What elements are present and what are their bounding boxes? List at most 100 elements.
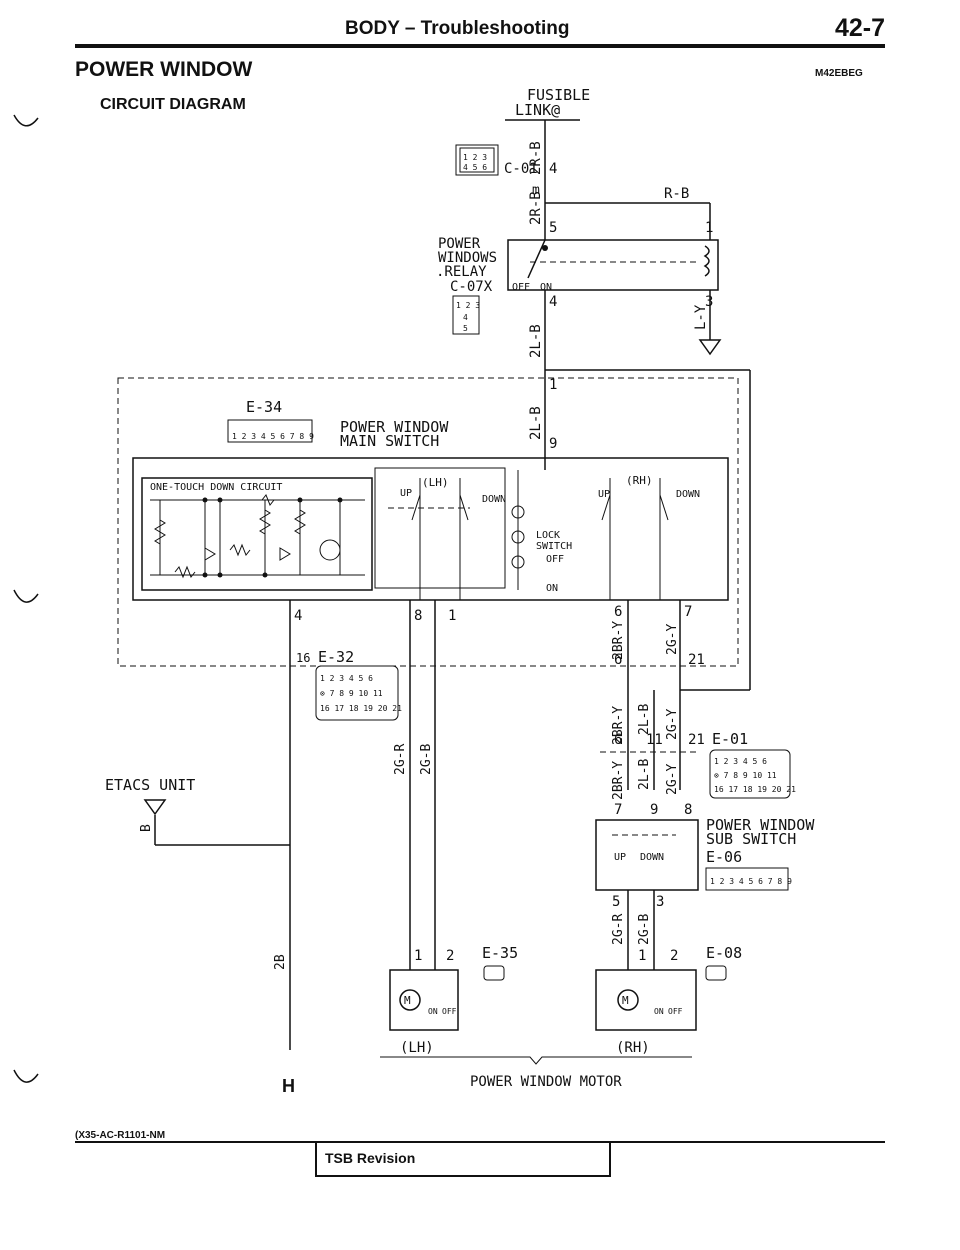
header-title: BODY – Troubleshooting: [345, 18, 570, 39]
binder-hole-mark: [13, 114, 39, 127]
page-header: BODY – Troubleshooting 42-7: [75, 14, 885, 48]
pin-number: 5: [549, 220, 557, 236]
relay-name: WINDOWS: [438, 250, 497, 266]
connector-e06-icon: 1 2 3 4 5 6 7 8 9: [705, 867, 792, 891]
page-number: 42-7: [834, 14, 885, 42]
wire-label: R-B: [664, 186, 689, 202]
switch-body: [132, 457, 729, 601]
etacs-connector-label: E-32: [318, 648, 354, 666]
lock-off-label: OFF: [546, 554, 564, 565]
pin-number: 8: [414, 608, 422, 624]
pin-number: 9: [650, 802, 658, 818]
one-touch-circuit: [141, 477, 373, 591]
pin-number: 6: [614, 732, 622, 748]
main-switch-name: MAIN SWITCH: [340, 432, 439, 450]
one-touch-label: ONE-TOUCH DOWN CIRCUIT: [150, 482, 282, 493]
diagram-subtitle: CIRCUIT DIAGRAM: [100, 96, 246, 113]
svg-text:M: M: [622, 994, 629, 1007]
svg-text:5: 5: [463, 324, 468, 333]
lock-switch-label: LOCK: [536, 530, 560, 541]
relay-name: POWER: [438, 236, 481, 252]
svg-text:⊗ 7 8 9 10 11: ⊗ 7 8 9 10 11: [714, 771, 777, 780]
wire-label: 2R-B: [528, 141, 544, 175]
wire-label: 2L-B: [528, 406, 544, 440]
tsb-revision-label: TSB Revision: [325, 1150, 416, 1166]
wire-label: 2BR-Y: [611, 761, 626, 800]
tsb-revision-box: TSB Revision: [315, 1142, 611, 1177]
relay-name: .RELAY: [436, 264, 487, 280]
pin-number: 7: [614, 802, 622, 818]
sub-switch-body: [595, 819, 699, 891]
motor-brace: [380, 1056, 692, 1065]
wire-label: 2L-B: [637, 704, 652, 735]
pin-number: 4: [549, 294, 557, 310]
pin-number: 3: [705, 294, 713, 310]
pin-number: 2: [670, 948, 678, 964]
pin-number: m: [532, 183, 540, 198]
svg-text:1 2 3 4 5 6 7 8 9: 1 2 3 4 5 6 7 8 9: [232, 432, 314, 441]
lock-on-label: ON: [546, 583, 558, 594]
binder-hole-mark: [13, 1069, 39, 1083]
lh-down-label: DOWN: [482, 494, 506, 505]
pin-number: 16: [296, 651, 310, 665]
motor-lh: M: [389, 969, 459, 1031]
svg-text:16 17 18 19 20 21: 16 17 18 19 20 21: [320, 704, 402, 713]
footer-rule: [75, 1141, 885, 1143]
pin-number: 11: [646, 732, 663, 748]
pin-number: 3: [656, 894, 664, 910]
wire-label: 2B: [273, 954, 288, 970]
connector-e32-icon: 1 2 3 4 5 6 ⊗ 7 8 9 10 11 16 17 18 19 20…: [315, 665, 402, 721]
connector-e08-icon: [705, 965, 727, 981]
motor-rh-connector-label: E-08: [706, 944, 742, 962]
wire-label: 2G-B: [419, 744, 434, 775]
svg-text:16 17 18 19 20 21: 16 17 18 19 20 21: [714, 785, 796, 794]
wire-label: 2L-B: [637, 759, 652, 790]
wire-label: 2G-Y: [665, 709, 680, 740]
sub-switch-connector2-label: E-06: [706, 848, 742, 866]
wire-label: 2G-B: [637, 914, 652, 945]
lock-switch-icon: [511, 470, 525, 590]
footer-code: (X35-AC-R1101-NM: [75, 1130, 166, 1141]
one-touch-circuit-lines: [150, 494, 365, 579]
rh-up-label: UP: [598, 489, 610, 500]
motor-lh-connector-label: E-35: [482, 944, 518, 962]
pin-number: 4: [549, 161, 557, 177]
section-title: POWER WINDOW: [75, 58, 253, 81]
pin-number: 9: [549, 436, 557, 452]
connector-c07x-icon: 1 2 3 4 5: [452, 295, 480, 335]
motor-off-label: OFF: [442, 1007, 457, 1016]
main-switch-box: [117, 369, 751, 690]
sub-switch-connector-label: E-01: [712, 730, 748, 748]
pin-number: 6: [614, 604, 622, 620]
pin-number: 2: [446, 948, 454, 964]
pin-number: 1: [448, 608, 456, 624]
connector-e34-icon: 1 2 3 4 5 6 7 8 9: [227, 419, 314, 443]
rh-switch: [601, 478, 669, 600]
svg-text:M: M: [404, 994, 411, 1007]
motor-on-label: ON: [654, 1007, 664, 1016]
wire-label: B: [139, 824, 154, 832]
wire-label: 2BR-Y: [611, 621, 626, 660]
svg-text:1 2 3 4 5 6 7 8 9: 1 2 3 4 5 6 7 8 9: [710, 877, 792, 886]
sub-down-label: DOWN: [640, 852, 664, 863]
svg-text:1 2 3 4 5 6: 1 2 3 4 5 6: [714, 757, 767, 766]
connector-c01-icon: 1 2 3 4 5 6: [455, 144, 499, 176]
motor-rh-label: (RH): [616, 1040, 650, 1056]
svg-text:1 2 3: 1 2 3: [456, 301, 480, 310]
wire-label: 2R-B: [528, 191, 544, 225]
section-code: M42EBEG: [815, 68, 863, 79]
pin-number: 21: [688, 732, 705, 748]
binder-hole-mark: [13, 589, 39, 603]
fusible-link-label: FUSIBLE: [527, 86, 590, 104]
pin-number: 7: [684, 604, 692, 620]
ground-ref-icon: [698, 339, 722, 356]
wire-label: 2BR-Y: [611, 706, 626, 745]
svg-text:1 2 3: 1 2 3: [463, 153, 487, 162]
motor-on-label: ON: [428, 1007, 438, 1016]
motor-lh-label: (LH): [400, 1040, 434, 1056]
power-windows-relay: [507, 239, 719, 291]
ground-ref-icon: [143, 799, 167, 816]
pin-number: 1: [414, 948, 422, 964]
main-switch-name: POWER WINDOW: [340, 418, 449, 436]
fusible-link-label: LINK@: [515, 101, 560, 119]
